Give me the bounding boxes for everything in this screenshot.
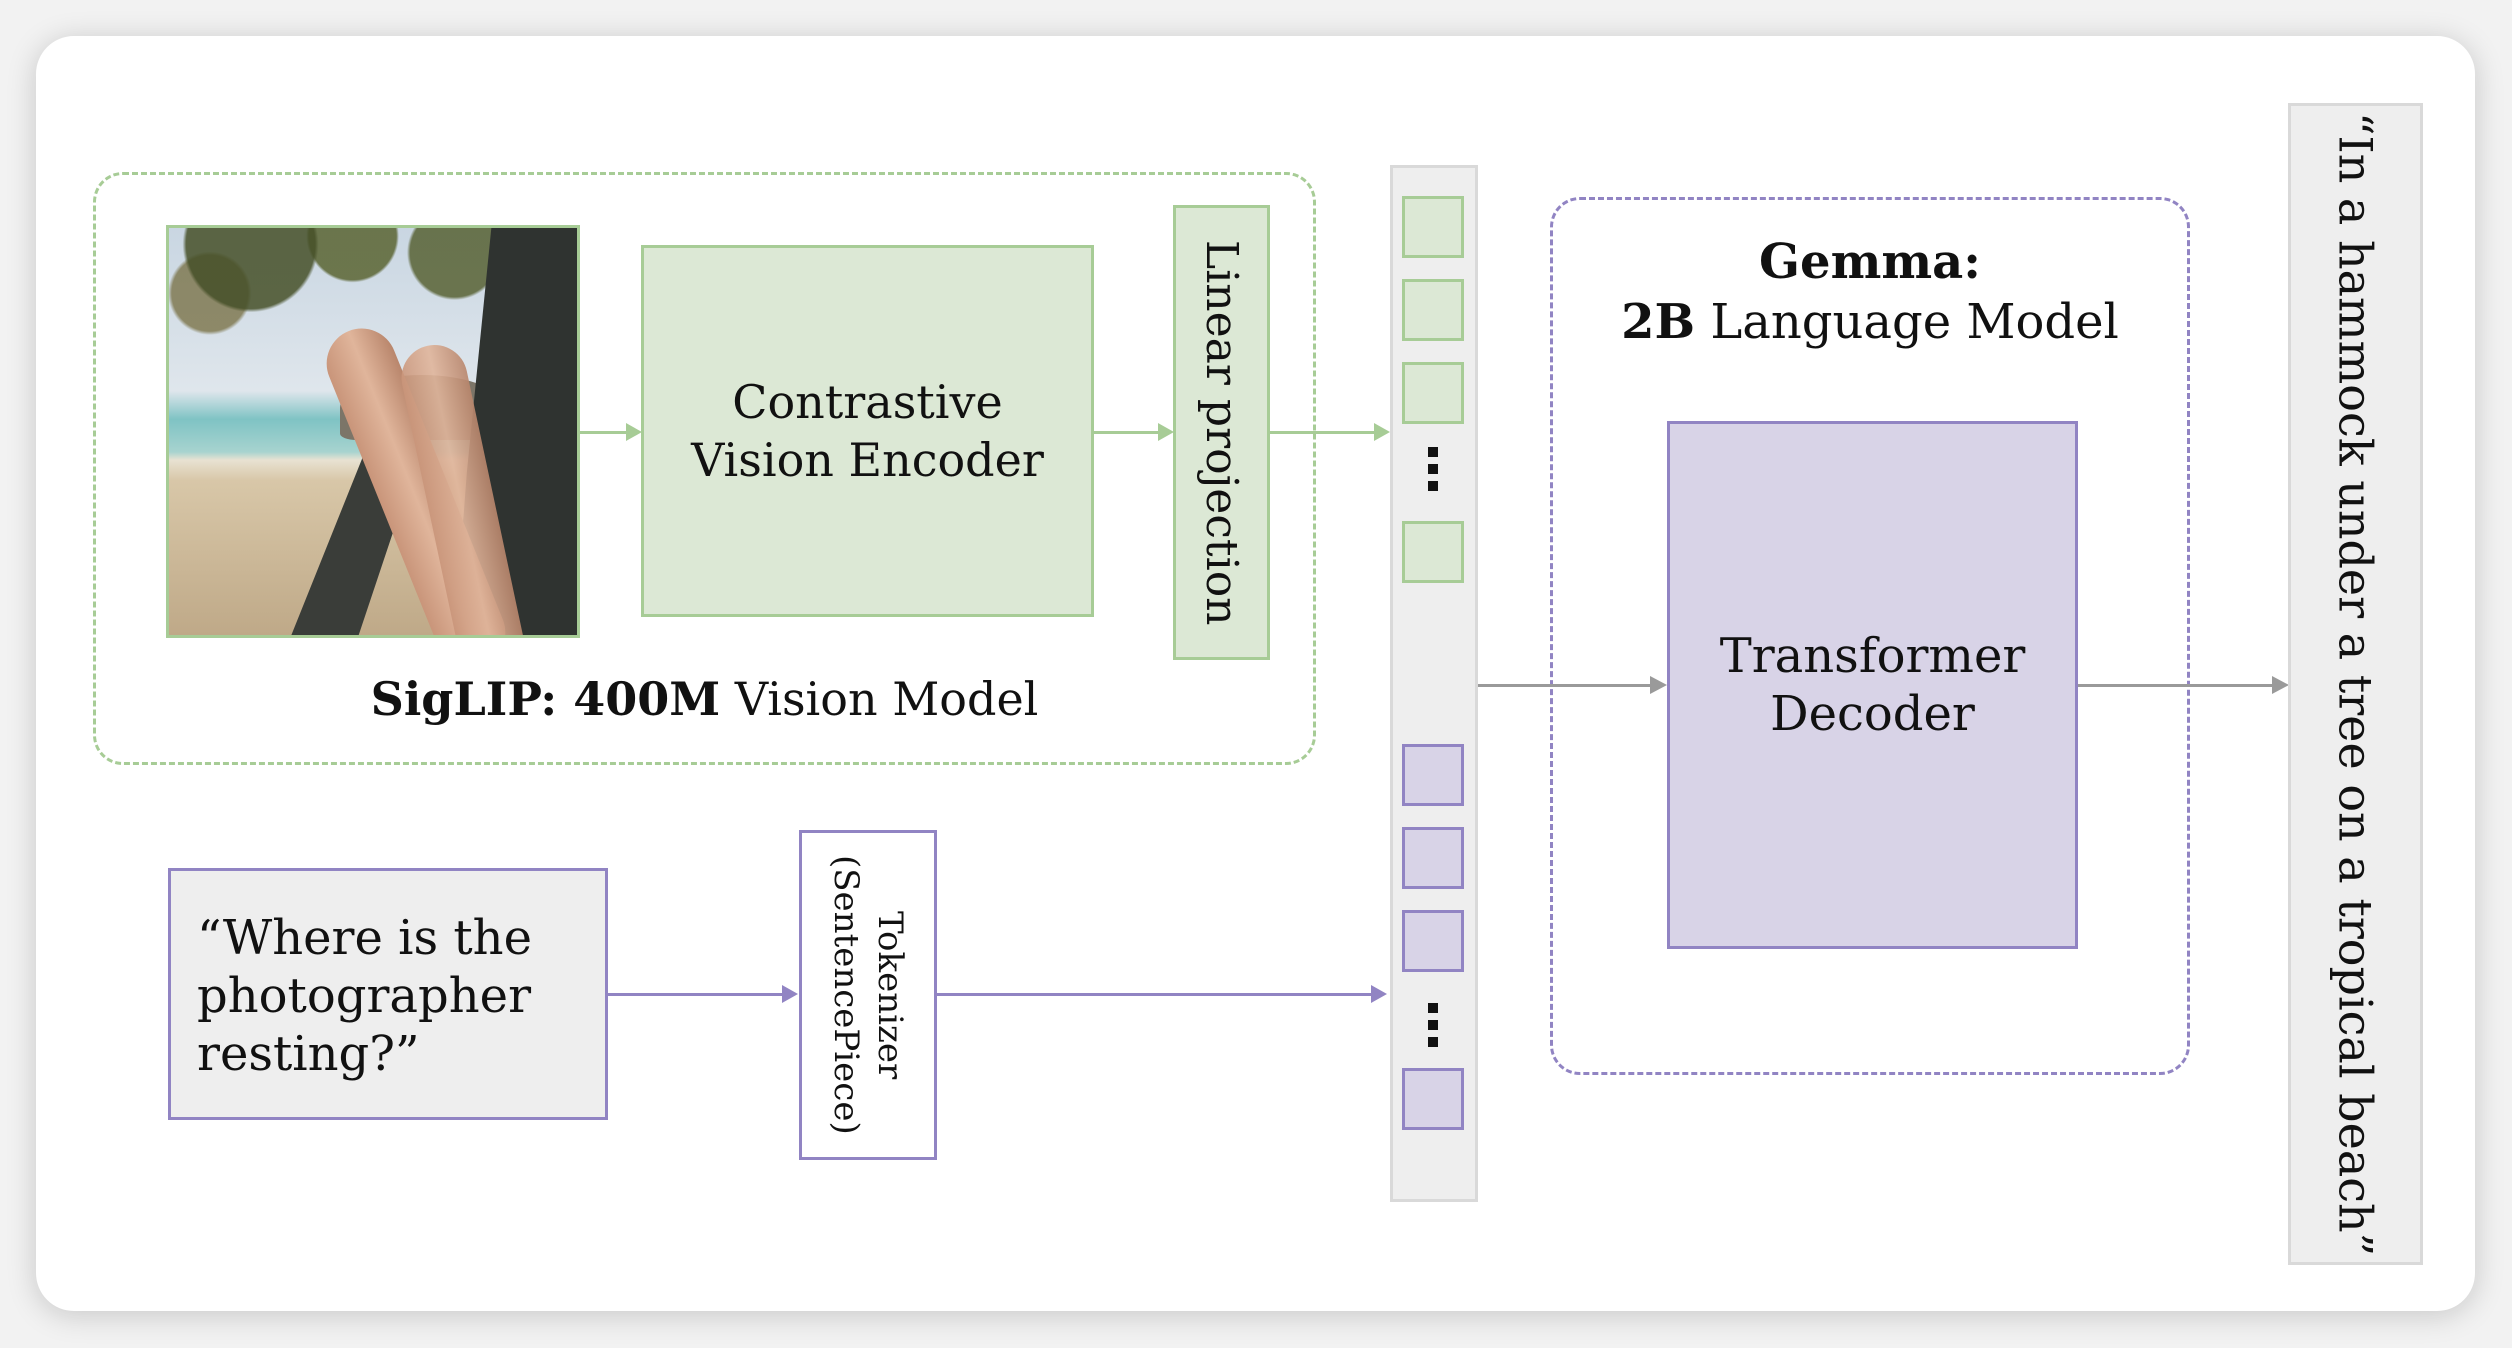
image-token (1402, 196, 1464, 258)
ellipsis-dot (1428, 1003, 1438, 1013)
decoder-label-line2: Decoder (1770, 686, 1975, 742)
gemma-language-model-group (1550, 197, 2190, 1075)
ellipsis-dot (1428, 481, 1438, 491)
arrow-prompt-to-tokenizer (608, 993, 784, 996)
tokenizer-box: Tokenizer (SentencePiece) (799, 830, 937, 1160)
linear-projection: Linear projection (1173, 205, 1270, 660)
tokenizer-label: Tokenizer (SentencePiece) (824, 855, 912, 1135)
prompt-line2: photographer (197, 968, 532, 1024)
arrowhead-icon (1650, 676, 1667, 694)
siglip-label-bold: SigLIP: 400M (370, 672, 721, 726)
input-photo (166, 225, 580, 638)
image-token (1402, 521, 1464, 583)
siglip-vision-model-group (93, 172, 1316, 765)
arrow-tokens-to-decoder (1478, 684, 1652, 687)
arrow-tokenizer-to-tokens (937, 993, 1373, 996)
siglip-label-rest: Vision Model (720, 672, 1039, 726)
transformer-decoder: Transformer Decoder (1667, 421, 2078, 949)
linear-projection-label: Linear projection (1196, 239, 1247, 626)
text-token (1402, 827, 1464, 889)
gemma-title: Gemma: (1759, 234, 1981, 290)
output-text-box: “In a hammock under a tree on a tropical… (2288, 103, 2423, 1265)
gemma-size: 2B (1621, 294, 1696, 350)
arrowhead-icon (626, 423, 642, 441)
arrow-decoder-to-output (2078, 684, 2274, 687)
text-token (1402, 1068, 1464, 1130)
text-prompt-box: “Where is the photographer resting?” (168, 868, 608, 1120)
image-token (1402, 279, 1464, 341)
arrowhead-icon (1371, 985, 1387, 1003)
arrow-projection-to-tokens (1270, 431, 1376, 434)
tokenizer-label-line2: (SentencePiece) (826, 855, 866, 1135)
text-token (1402, 744, 1464, 806)
arrowhead-icon (782, 985, 798, 1003)
output-text: “In a hammock under a tree on a tropical… (2328, 111, 2383, 1257)
tokenizer-label-line1: Tokenizer (870, 910, 910, 1080)
arrowhead-icon (1158, 423, 1174, 441)
gemma-subtitle-rest: Language Model (1695, 294, 2119, 350)
ellipsis-dot (1428, 464, 1438, 474)
decoder-label-line1: Transformer (1719, 628, 2026, 684)
ellipsis-dot (1428, 1037, 1438, 1047)
arrowhead-icon (1374, 423, 1390, 441)
arrow-encoder-to-projection (1094, 431, 1160, 434)
ellipsis-dot (1428, 1020, 1438, 1030)
encoder-label-line2: Vision Encoder (691, 433, 1044, 487)
prompt-line1: “Where is the (197, 910, 532, 966)
encoder-label-line1: Contrastive (732, 375, 1003, 429)
ellipsis-dot (1428, 447, 1438, 457)
arrow-photo-to-encoder (580, 431, 630, 434)
gemma-group-label: Gemma: 2B Language Model (1550, 232, 2190, 352)
arrowhead-icon (2272, 676, 2289, 694)
prompt-line3: resting?” (197, 1026, 420, 1082)
image-token (1402, 362, 1464, 424)
text-token (1402, 910, 1464, 972)
siglip-group-label: SigLIP: 400M Vision Model (93, 672, 1316, 726)
gemma-subtitle: 2B Language Model (1550, 292, 2190, 352)
contrastive-vision-encoder: Contrastive Vision Encoder (641, 245, 1094, 617)
